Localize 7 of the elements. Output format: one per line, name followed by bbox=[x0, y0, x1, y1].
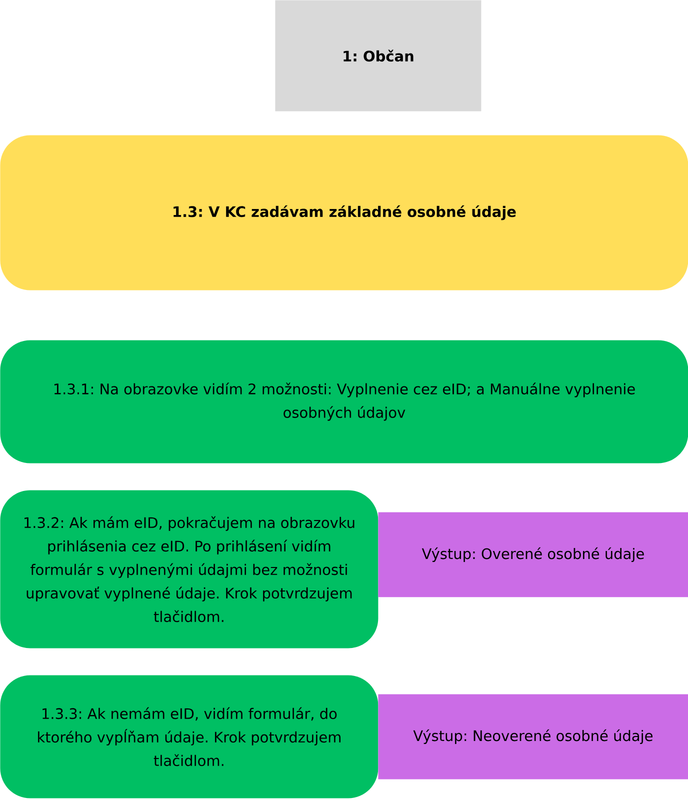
step-box: 1.3.1: Na obrazovke vidím 2 možnosti: Vyplnenie cez eID; a Manuálne vyplnenie osobných údajov bbox=[0, 340, 688, 464]
process-box: 1.3: V KC zadávam základné osobné údaje bbox=[0, 135, 688, 290]
actor-box: 1: Občan bbox=[275, 0, 482, 112]
step-box: 1.3.3: Ak nemám eID, vidím formulár, do ktorého vypĺňam údaje. Krok potvrdzujem tlačidlom. bbox=[0, 675, 378, 798]
output-box: Výstup: Neoverené osobné údaje bbox=[378, 694, 688, 780]
output-box: Výstup: Overené osobné údaje bbox=[378, 512, 688, 598]
step-box: 1.3.2: Ak mám eID, pokračujem na obrazovku prihlásenia cez eID. Po prihlásení vidím formulár s vyplnenými údajmi bez možnosti upravovať vyplnené údaje. Krok potvrdzujem tlačidlom. bbox=[0, 490, 378, 648]
